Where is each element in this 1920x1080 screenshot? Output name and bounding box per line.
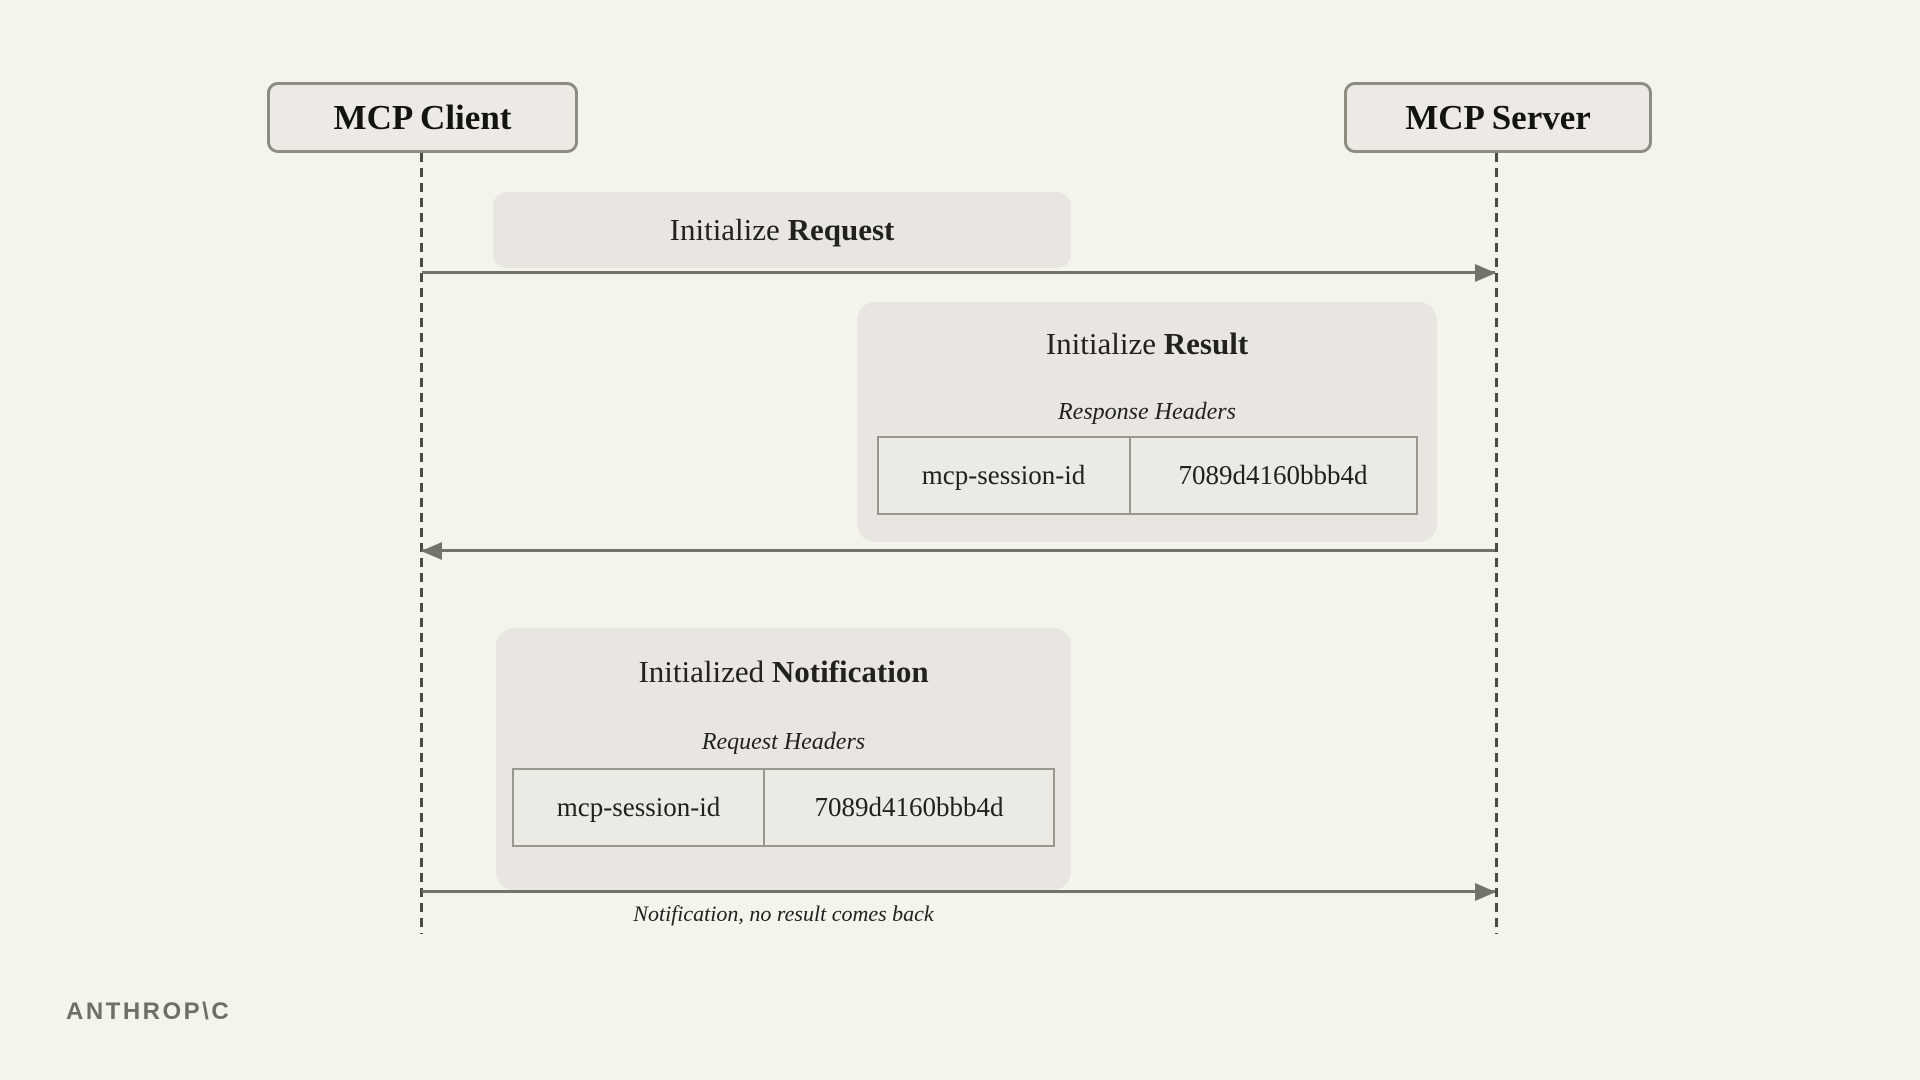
block-title: Initialize Result — [857, 302, 1437, 362]
header-key-cell: mcp-session-id — [879, 438, 1131, 513]
message-block-initialize-result: Initialize Result Response Headers mcp-s… — [857, 302, 1437, 542]
header-key-cell: mcp-session-id — [514, 770, 766, 845]
arrow-initialize-request — [422, 263, 1496, 282]
arrow-initialized-notification — [422, 882, 1496, 901]
arrowhead-left — [421, 541, 442, 560]
response-headers-title: Response Headers — [1058, 399, 1236, 425]
actor-server-box: MCP Server — [1344, 82, 1652, 153]
notification-caption: Notification, no result comes back — [633, 901, 934, 926]
label-bold: Request — [787, 212, 895, 247]
label-normal: Initialize — [1045, 326, 1157, 361]
header-value-cell: 7089d4160bbb4d — [1178, 460, 1368, 490]
request-headers-table: mcp-session-id 7089d4160bbb4d — [512, 768, 1055, 847]
label-bold: Notification — [771, 654, 929, 689]
lifeline-server — [1495, 153, 1498, 934]
block-title: Initialized Notification — [496, 628, 1071, 690]
actor-client-box: MCP Client — [267, 82, 578, 153]
label-bold: Result — [1163, 326, 1249, 361]
label-normal: Initialize — [669, 212, 780, 247]
label-normal: Initialized — [638, 654, 765, 689]
header-value-cell: 7089d4160bbb4d — [814, 792, 1004, 822]
actor-client-label: MCP Client — [333, 97, 512, 137]
actor-server-label: MCP Server — [1405, 97, 1591, 137]
message-block-initialized-notification: Initialized Notification Request Headers… — [496, 628, 1071, 890]
arrowhead-right — [1475, 882, 1496, 901]
message-label-text: Initialize Request — [670, 212, 895, 248]
response-headers-table: mcp-session-id 7089d4160bbb4d — [876, 436, 1418, 515]
request-headers-title: Request Headers — [701, 729, 866, 755]
arrow-initialize-result — [421, 541, 1495, 560]
anthropic-logo: ANTHROP\C — [66, 998, 232, 1025]
message-label-initialize-request: Initialize Request — [493, 192, 1071, 268]
arrowhead-right — [1475, 263, 1496, 282]
